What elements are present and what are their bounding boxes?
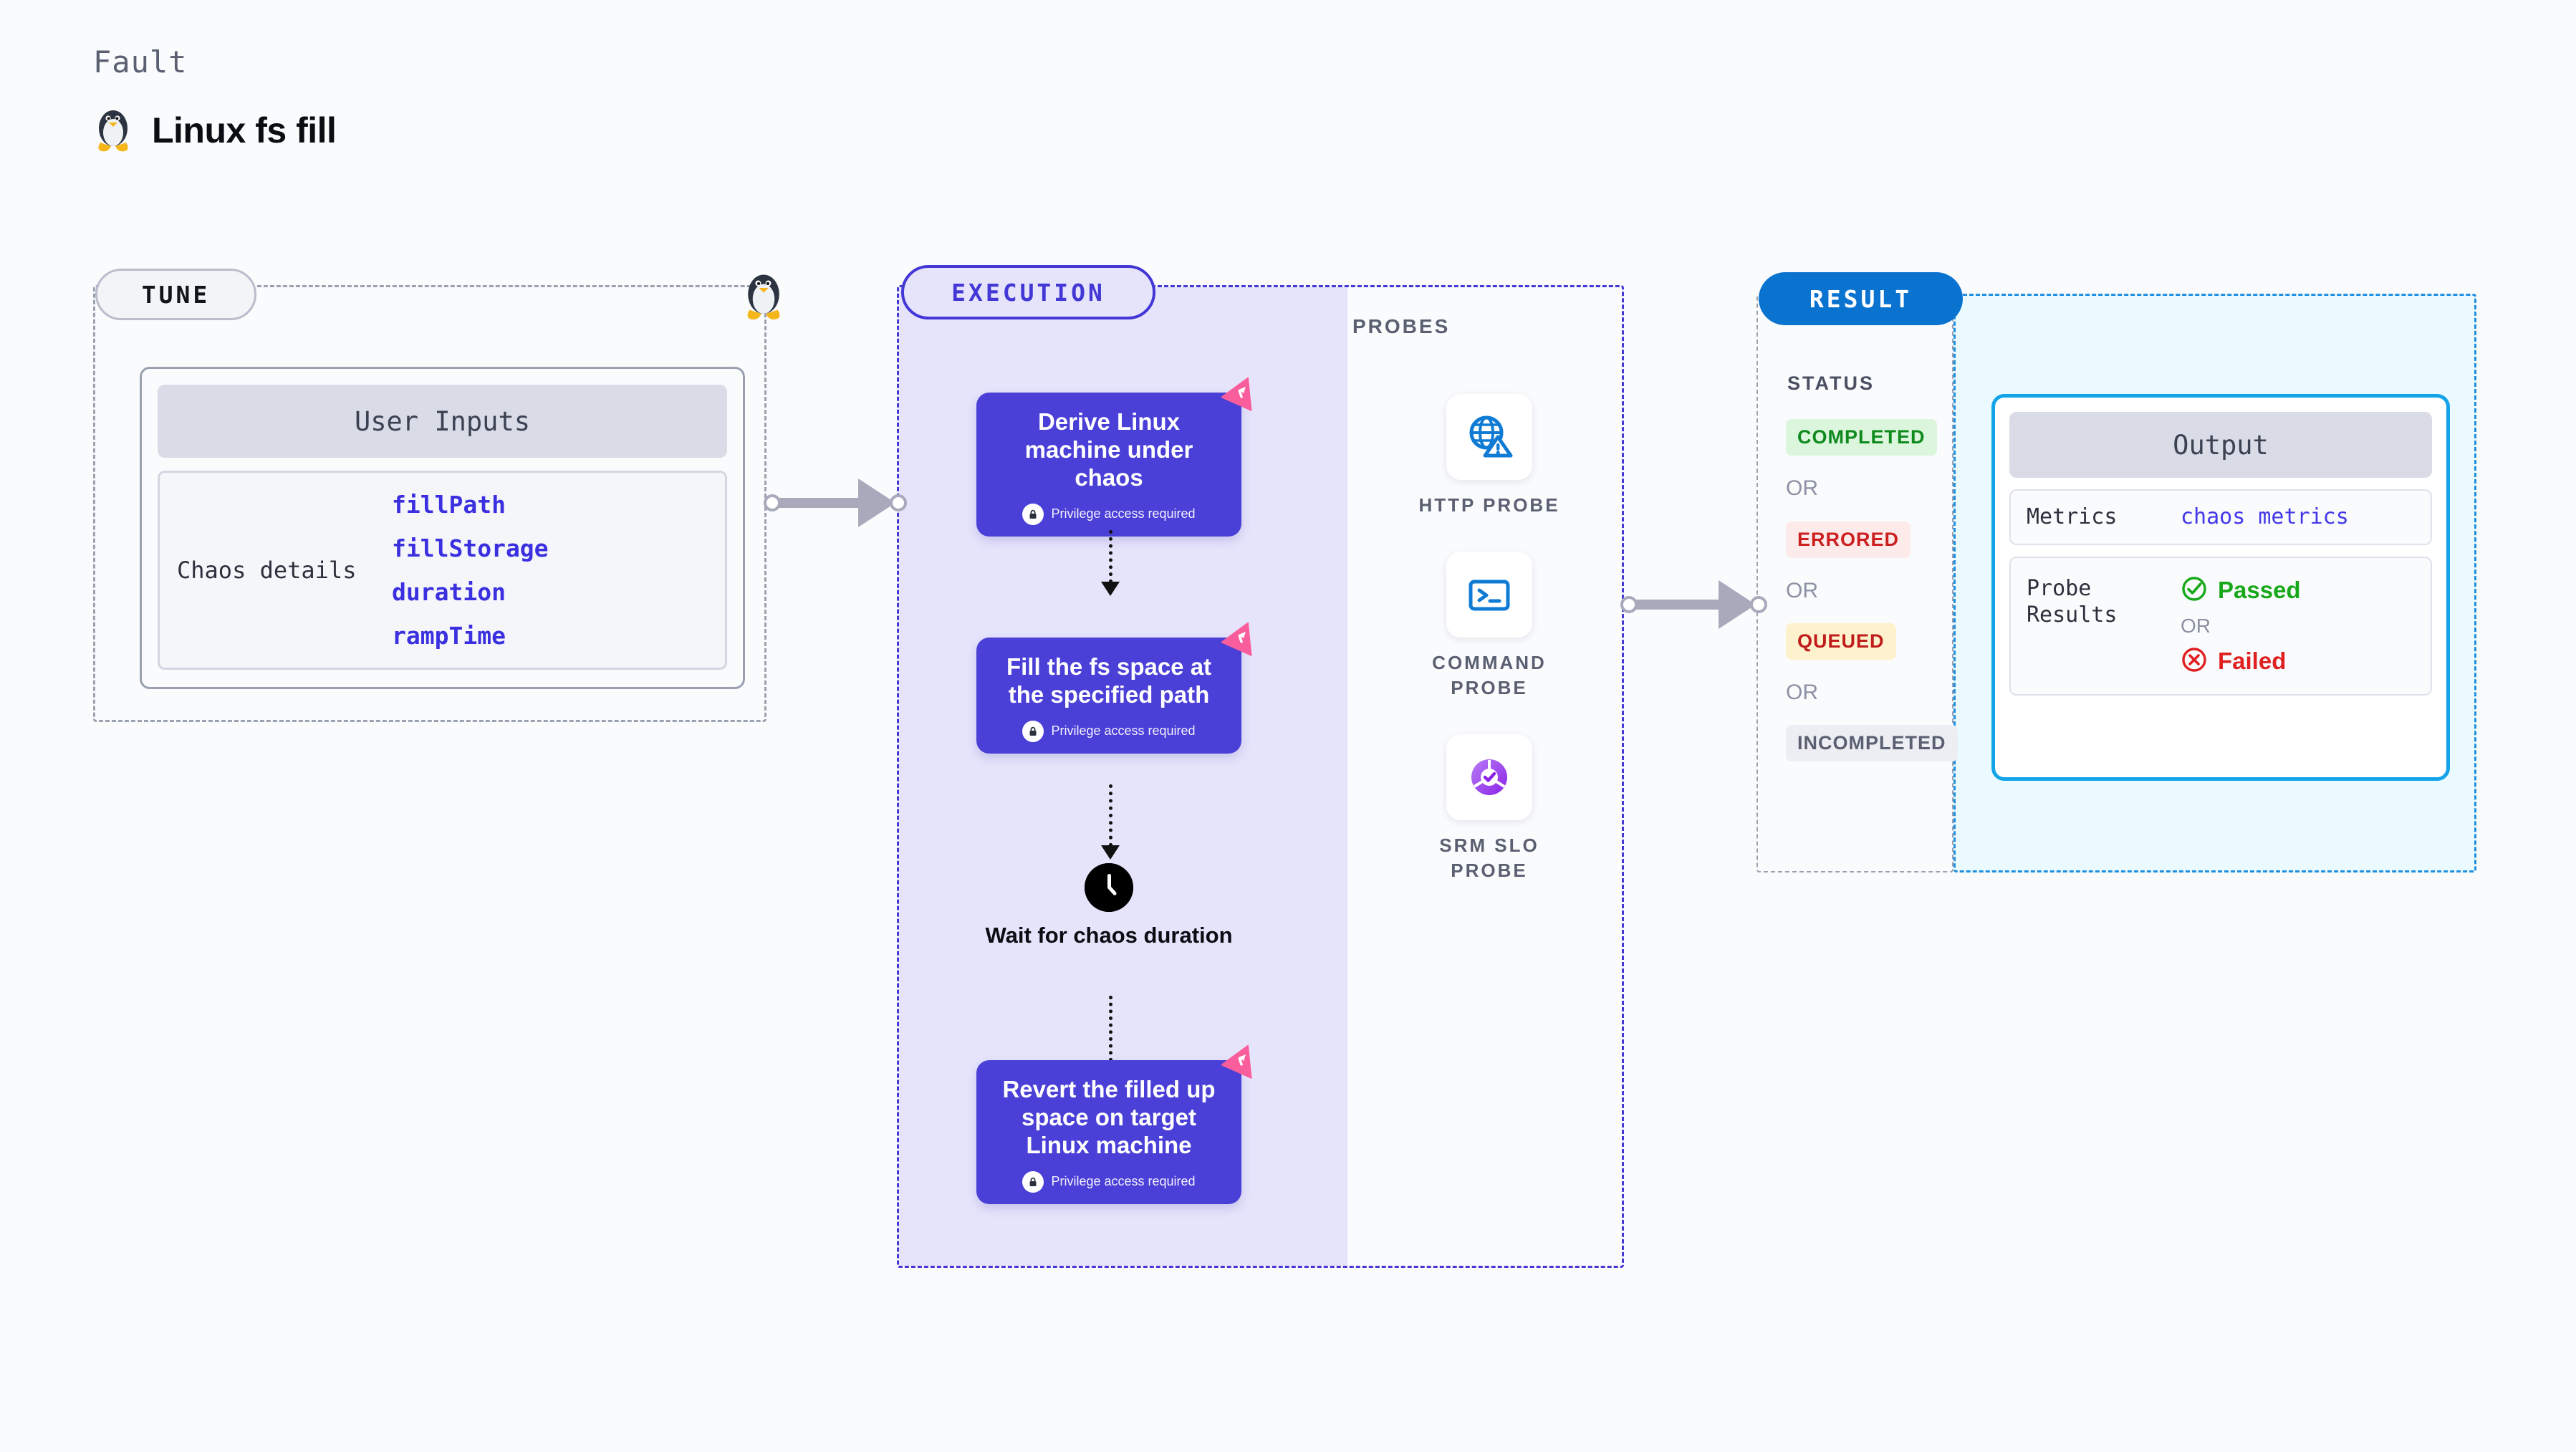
tune-badge: TUNE [95, 269, 256, 320]
execution-badge: EXECUTION [901, 265, 1155, 319]
linux-penguin-icon-connector [741, 271, 786, 326]
chaos-flag-icon [1220, 372, 1261, 413]
flow-arrow-stem [1109, 530, 1112, 583]
result-badge: RESULT [1759, 272, 1963, 325]
privilege-row: Privilege access required [989, 503, 1229, 525]
probe-command[interactable]: COMMAND PROBE [1400, 552, 1579, 701]
privilege-row: Privilege access required [989, 720, 1229, 742]
connector-line [1635, 600, 1721, 610]
connector-line [778, 498, 861, 508]
execution-step-title: Revert the filled up space on target Lin… [1002, 1076, 1216, 1158]
user-inputs-header: User Inputs [158, 385, 727, 458]
flow-arrow-tip [1101, 845, 1120, 860]
output-rows: Metrics chaos metrics Probe Results Pass… [2009, 489, 2432, 696]
slo-donut-check-icon [1446, 734, 1532, 820]
status-or-1: OR [1786, 476, 1818, 500]
status-badge-errored: ERRORED [1786, 521, 1911, 558]
parameter-duration[interactable]: duration [392, 578, 506, 606]
lock-icon [1022, 720, 1044, 742]
terminal-icon [1446, 552, 1532, 638]
probe-label: HTTP PROBE [1418, 494, 1560, 516]
status-or-3: OR [1786, 681, 1818, 704]
probe-label: SRM SLO PROBE [1439, 835, 1539, 882]
status-badge-incompleted: INCOMPLETED [1786, 725, 1958, 761]
x-circle-icon [2181, 646, 2208, 677]
status-title: STATUS [1787, 372, 1875, 394]
clock-icon [1085, 863, 1133, 912]
connector-tune-to-execution [764, 479, 907, 527]
lock-icon [1022, 503, 1044, 525]
execution-step-title: Fill the fs space at the specified path [1006, 653, 1212, 708]
probe-results-values: Passed OR Failed [2181, 575, 2301, 677]
execution-step-card-3[interactable]: Revert the filled up space on target Lin… [976, 1044, 1252, 1204]
probe-srm-slo[interactable]: SRM SLO PROBE [1400, 734, 1579, 883]
status-badge-completed: COMPLETED [1786, 419, 1937, 456]
flow-arrow-2 [1101, 784, 1120, 860]
metrics-label: Metrics [2027, 504, 2118, 529]
flow-arrow-stem [1109, 996, 1112, 1062]
parameter-ramptime[interactable]: rampTime [392, 622, 506, 650]
parameter-fillstorage[interactable]: fillStorage [392, 534, 549, 562]
execution-step-card-2[interactable]: Fill the fs space at the specified path … [976, 622, 1252, 754]
check-circle-icon [2181, 575, 2208, 606]
connector-handle-left [1620, 596, 1638, 613]
connector-handle-right [1750, 596, 1767, 613]
status-badge-queued: QUEUED [1786, 623, 1896, 660]
flow-arrow-1 [1101, 530, 1120, 596]
chaos-parameter-list: fillPath fillStorage duration rampTime [392, 491, 549, 650]
output-card-header: Output [2009, 412, 2432, 478]
privilege-row: Privilege access required [989, 1170, 1229, 1193]
chaos-details-row: Chaos details fillPath fillStorage durat… [158, 471, 727, 670]
execution-step-card-1[interactable]: Derive Linux machine under chaos Privile… [976, 377, 1252, 537]
probes-title: PROBES [1352, 315, 1451, 337]
parameter-fillpath[interactable]: fillPath [392, 491, 506, 519]
output-card: Output Metrics chaos metrics Probe Resul… [1991, 394, 2450, 781]
metrics-value[interactable]: chaos metrics [2181, 504, 2349, 530]
probe-http[interactable]: HTTP PROBE [1400, 394, 1579, 518]
wait-step: Wait for chaos duration [976, 863, 1241, 948]
probe-results-label: Probe Results [2027, 575, 2118, 628]
chaos-flag-icon [1220, 1040, 1261, 1080]
user-inputs-card: User Inputs Chaos details fillPath fillS… [140, 367, 745, 689]
chaos-details-label: Chaos details [177, 557, 357, 584]
probe-label: COMMAND PROBE [1432, 652, 1547, 699]
flow-arrow-tip [1101, 582, 1120, 596]
globe-warning-icon [1446, 394, 1532, 480]
connector-handle-right [890, 494, 907, 511]
status-or-2: OR [1786, 579, 1818, 602]
execution-step-title: Derive Linux machine under chaos [1024, 408, 1193, 491]
connector-handle-left [764, 494, 781, 511]
privilege-text: Privilege access required [1051, 723, 1196, 739]
fault-title-row: Linux fs fill [93, 107, 337, 154]
probe-result-failed: Failed [2181, 646, 2301, 677]
page-header: Fault Linux fs fill [93, 44, 337, 154]
probe-result-passed: Passed [2181, 575, 2301, 606]
connector-arrowhead [858, 479, 895, 527]
linux-penguin-icon [93, 107, 133, 154]
wait-step-label: Wait for chaos duration [985, 923, 1233, 948]
connector-arrowhead [1719, 580, 1756, 629]
connector-probes-to-result [1620, 580, 1767, 629]
output-row-metrics: Metrics chaos metrics [2009, 489, 2432, 545]
execution-section-frame [897, 285, 1624, 1268]
privilege-text: Privilege access required [1051, 1174, 1196, 1189]
passed-label: Passed [2218, 577, 2301, 603]
lock-icon [1022, 1170, 1044, 1193]
failed-label: Failed [2218, 648, 2287, 674]
page-title: Linux fs fill [152, 110, 337, 150]
page-eyebrow: Fault [93, 44, 188, 80]
privilege-text: Privilege access required [1051, 506, 1196, 521]
output-row-probe-results: Probe Results Passed OR [2009, 556, 2432, 696]
probe-result-or: OR [2181, 614, 2211, 637]
chaos-flag-icon [1220, 617, 1261, 658]
flow-arrow-stem [1109, 784, 1112, 847]
